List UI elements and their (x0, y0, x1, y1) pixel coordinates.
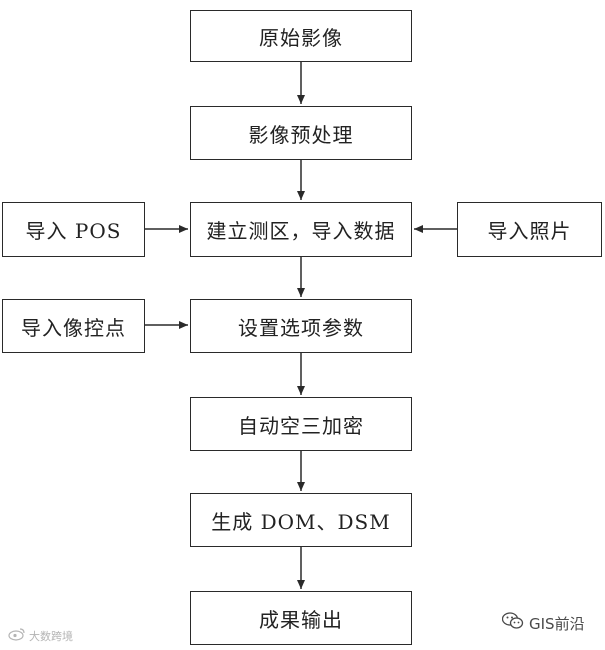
node-aerial-triangulation: 自动空三加密 (190, 397, 412, 451)
node-build-area: 建立测区，导入数据 (190, 202, 412, 257)
node-output: 成果输出 (190, 591, 412, 645)
node-generate-dom-dsm: 生成 DOM、DSM (190, 493, 412, 547)
node-raw-image: 原始影像 (190, 10, 412, 62)
watermark-source-text: 大数跨境 (29, 629, 73, 643)
node-import-photos: 导入照片 (457, 202, 602, 257)
wechat-icon (501, 612, 524, 634)
node-preprocess: 影像预处理 (190, 106, 412, 160)
watermark-source: 大数跨境 (8, 627, 73, 644)
watermark-brand: GIS前沿 (501, 612, 585, 634)
node-set-options: 设置选项参数 (190, 299, 412, 353)
node-import-pos: 导入 POS (2, 202, 145, 257)
watermark-brand-text: GIS前沿 (529, 614, 585, 633)
weibo-icon (8, 627, 26, 644)
node-import-gcp: 导入像控点 (2, 299, 145, 353)
